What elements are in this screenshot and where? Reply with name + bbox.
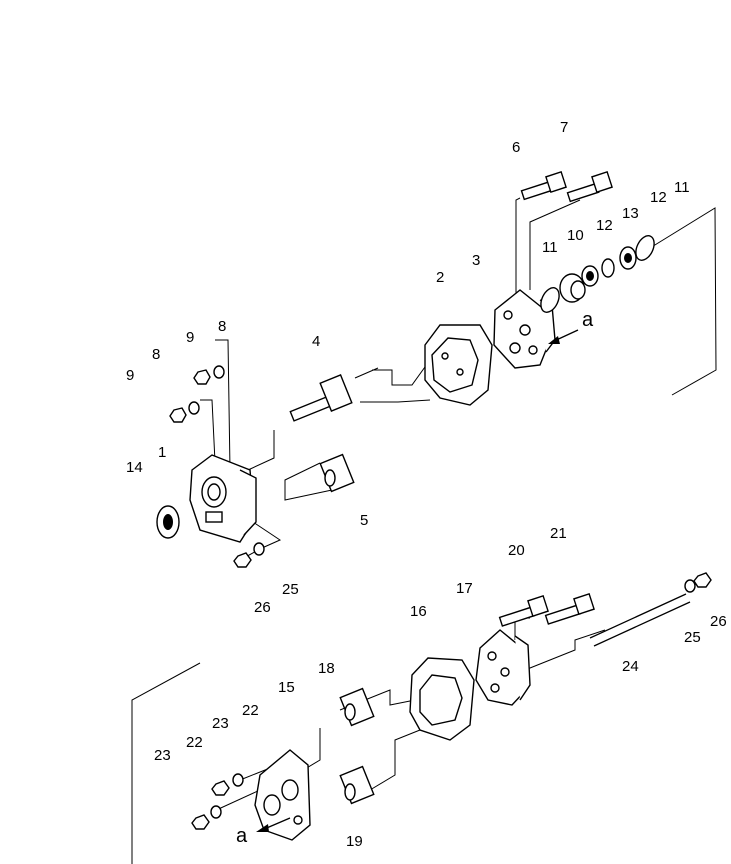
label-11a: 11 [542,239,558,256]
label-10: 10 [567,227,584,244]
label-9a: 9 [126,367,134,384]
seal-10 [559,273,586,303]
label-13: 13 [622,205,639,222]
label-7: 7 [560,119,568,136]
label-23a: 23 [154,747,171,764]
nut-26a [233,552,252,568]
gear-housing-2 [424,324,493,406]
arrow-label-a-upper: a [582,309,594,331]
label-22a: 22 [186,734,203,751]
label-5: 5 [360,512,368,529]
arrow-label-a-lower: a [236,825,248,847]
nut-9a [169,407,187,423]
label-23b: 23 [212,715,229,732]
label-26b: 26 [710,613,727,630]
label-17: 17 [456,580,473,597]
cover-plate-3 [493,289,556,369]
cover-plate-17 [475,629,531,706]
washer-25a [253,542,265,556]
leader-lines-upper [200,197,717,561]
label-4: 4 [312,333,320,350]
label-25b: 25 [684,629,701,646]
label-25a: 25 [282,581,299,598]
label-8b: 8 [218,318,226,335]
nut-26b [693,572,712,588]
label-18: 18 [318,660,335,677]
front-housing-1 [189,454,257,543]
bearing-12b [619,246,637,270]
washer-8a [188,401,200,415]
drive-gear-4 [289,367,379,422]
label-22b: 22 [242,702,259,719]
arrow-a-lower [256,817,291,832]
label-3: 3 [472,252,480,269]
bolt-7 [566,171,613,203]
label-19: 19 [346,833,363,850]
label-20: 20 [508,542,525,559]
stud-bolt-24 [589,593,691,647]
nut-23b [211,780,230,796]
label-1: 1 [158,444,166,461]
rear-housing-15 [254,749,311,841]
label-9b: 9 [186,329,194,346]
bolt-21 [544,593,595,625]
gear-18 [339,687,375,727]
label-15: 15 [278,679,295,696]
bearing-14 [156,505,180,539]
washer-8b [213,365,225,379]
gear-19 [339,765,375,805]
gear-housing-16 [409,657,475,741]
bolt-6 [520,171,567,201]
label-24: 24 [622,658,639,675]
washer-22b [232,773,244,787]
label-2: 2 [436,269,444,286]
washer-25b [684,579,696,593]
label-26a: 26 [254,599,271,616]
label-21: 21 [550,525,567,542]
label-12a: 12 [596,217,613,234]
o-ring-11a [540,287,560,313]
label-14: 14 [126,459,143,476]
label-8a: 8 [152,346,160,363]
label-11b: 11 [674,179,690,196]
nut-9b [193,369,211,385]
bolt-20 [498,595,549,627]
nut-23a [191,814,210,830]
driven-gear-5 [319,453,355,493]
label-6: 6 [512,139,520,156]
arrow-a-upper [548,329,579,344]
washer-22a [210,805,222,819]
bearing-12a [581,265,599,287]
o-ring-11b [635,235,655,261]
part-number-labels: 6 7 3 11 10 12 13 12 11 2 4 8 9 8 9 1 14… [126,119,727,850]
label-16: 16 [410,603,427,620]
label-12b: 12 [650,189,667,206]
washer-13 [601,258,615,278]
